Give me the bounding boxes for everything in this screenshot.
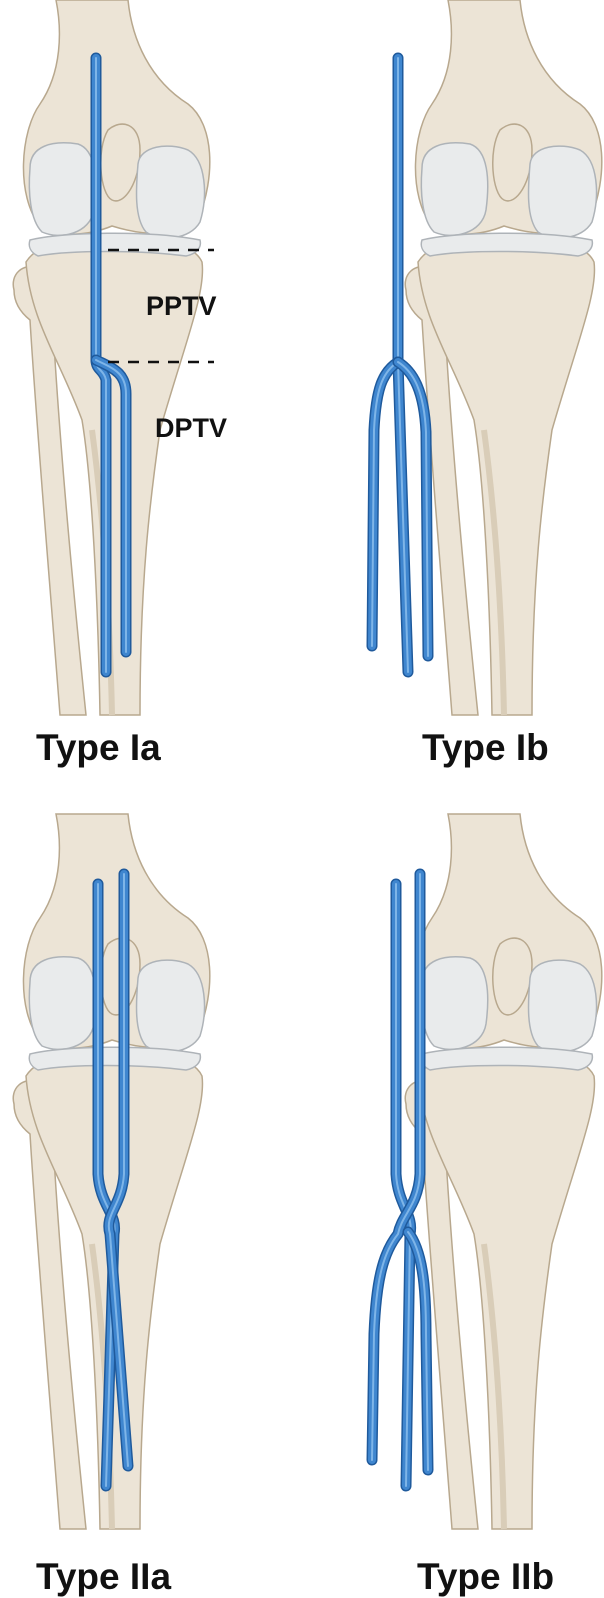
caption-type-ib: Type Ib (422, 727, 549, 769)
caption-type-iia: Type IIa (36, 1556, 171, 1598)
knee-bones (405, 814, 602, 1529)
medial-condyle (29, 143, 95, 235)
knee-illustration-type-iib (302, 800, 604, 1597)
caption-type-iib: Type IIb (417, 1556, 554, 1598)
knee-illustration-type-ib (302, 0, 604, 800)
knee-illustration-type-ia (0, 0, 302, 800)
panel-type-iia: Type IIa (0, 800, 302, 1597)
panel-type-iib: Type IIb (302, 800, 604, 1597)
medial-condyle (421, 957, 487, 1049)
popliteal-tibial-veins (372, 874, 428, 1486)
knee-bones (405, 0, 602, 715)
lateral-condyle (136, 146, 204, 238)
panel-type-ib: Type Ib (302, 0, 604, 800)
lateral-condyle (528, 146, 596, 238)
knee-illustration-type-iia (0, 800, 302, 1597)
dptv-label: DPTV (155, 413, 227, 444)
medial-condyle (421, 143, 487, 235)
lateral-condyle (528, 960, 596, 1052)
caption-type-ia: Type Ia (36, 727, 161, 769)
pptv-label: PPTV (146, 291, 217, 322)
panel-type-ia: PPTV DPTV Type Ia (0, 0, 302, 800)
medial-condyle (29, 957, 95, 1049)
knee-bones (13, 0, 210, 715)
lateral-condyle (136, 960, 204, 1052)
